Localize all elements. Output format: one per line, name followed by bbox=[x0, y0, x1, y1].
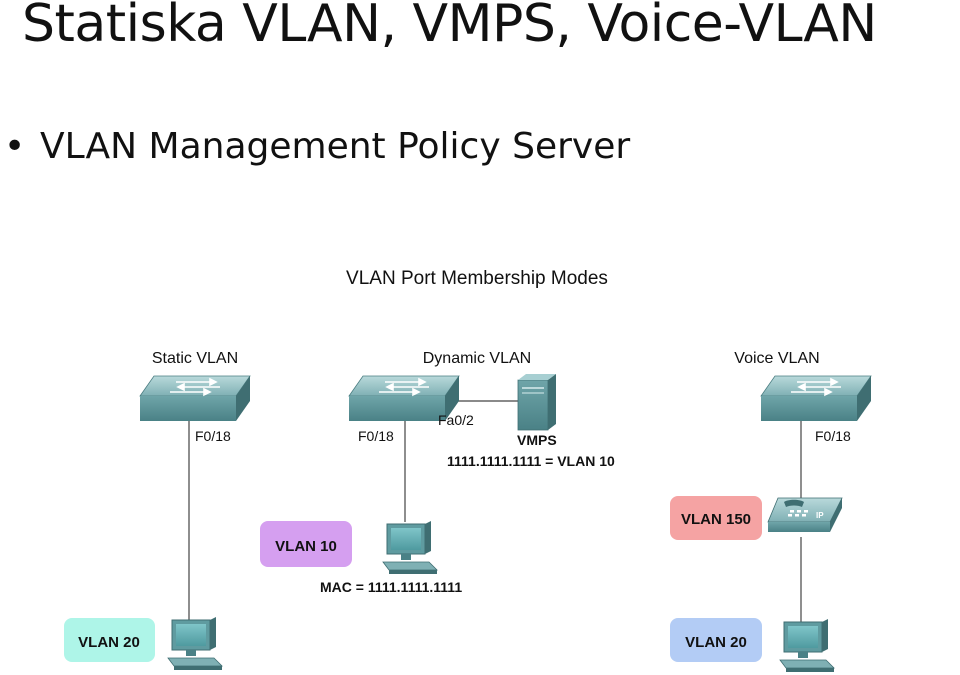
bullet-dot: • bbox=[4, 126, 26, 167]
dynamic-pc-icon bbox=[382, 521, 438, 574]
voice-vlan-heading: Voice VLAN bbox=[734, 350, 819, 367]
dynamic-port-label: F0/18 bbox=[358, 428, 394, 444]
vmps-label: VMPS bbox=[517, 432, 557, 448]
ip-phone-icon: IP bbox=[767, 497, 843, 532]
vmps-server-icon bbox=[517, 374, 556, 431]
vmps-mapping-label: 1111.1111.1111 = VLAN 10 bbox=[447, 453, 615, 469]
diagram-title: VLAN Port Membership Modes bbox=[346, 268, 608, 289]
voice-switch-icon bbox=[760, 375, 872, 421]
bullet-text: VLAN Management Policy Server bbox=[40, 126, 631, 167]
static-vlan-badge-bg bbox=[64, 618, 155, 662]
voice-pc-icon bbox=[779, 619, 835, 672]
voice-phone-vlan-badge-text: VLAN 150 bbox=[681, 511, 751, 528]
static-switch-icon bbox=[139, 375, 251, 421]
dynamic-vlan-badge-bg bbox=[260, 521, 352, 567]
voice-phone-vlan-badge-bg bbox=[670, 496, 762, 540]
bullet-item: • VLAN Management Policy Server bbox=[4, 126, 631, 167]
voice-phone-vlan-badge: VLAN 150 bbox=[670, 496, 762, 540]
static-vlan-heading: Static VLAN bbox=[152, 350, 238, 367]
dynamic-switch-icon bbox=[348, 375, 460, 421]
static-port-label: F0/18 bbox=[195, 428, 231, 444]
voice-pc-vlan-badge-bg bbox=[670, 618, 762, 662]
dynamic-vlan-badge-text: VLAN 10 bbox=[275, 538, 337, 555]
dynamic-vlan-badge: VLAN 10 bbox=[260, 521, 352, 567]
static-vlan-badge: VLAN 20 bbox=[64, 618, 155, 662]
dynamic-pc-mac-label: MAC = 1111.1111.1111 bbox=[320, 579, 462, 595]
voice-port-label: F0/18 bbox=[815, 428, 851, 444]
static-pc-icon bbox=[167, 617, 223, 670]
ip-phone-badge: IP bbox=[816, 511, 824, 520]
voice-pc-vlan-badge: VLAN 20 bbox=[670, 618, 762, 662]
static-vlan-badge-text: VLAN 20 bbox=[78, 634, 140, 651]
dynamic-uplink-port-label: Fa0/2 bbox=[438, 412, 474, 428]
voice-pc-vlan-badge-text: VLAN 20 bbox=[685, 634, 747, 651]
dynamic-vlan-heading: Dynamic VLAN bbox=[423, 350, 531, 367]
slide-title: Statiska VLAN, VMPS, Voice-VLAN bbox=[22, 0, 877, 54]
